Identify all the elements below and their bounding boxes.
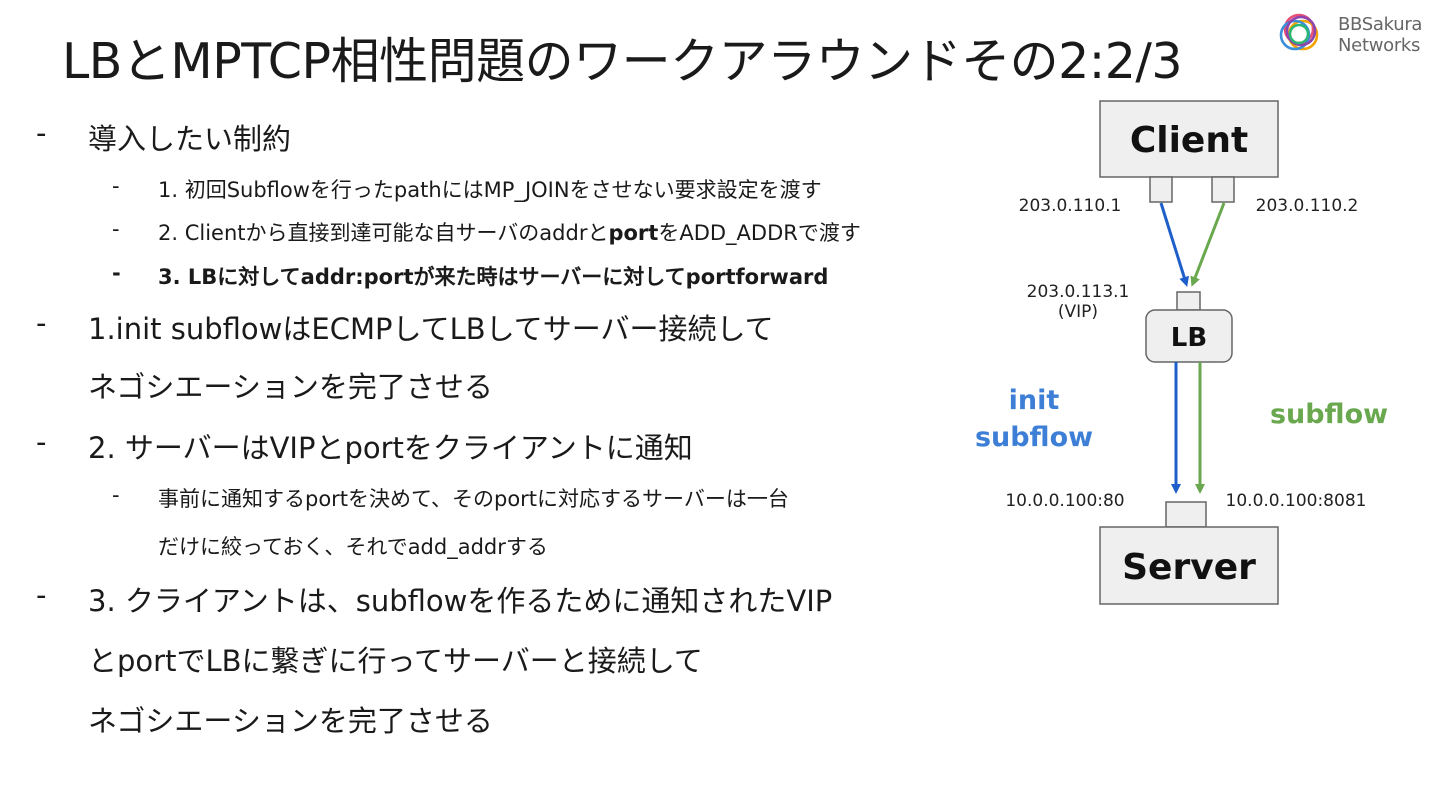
sakura-logo-icon	[1279, 13, 1319, 51]
page-title: LBとMPTCP相性問題のワークアラウンドその2:2/3	[62, 33, 1183, 90]
init-subflow-label-1: init	[1009, 385, 1060, 416]
lb-label: LB	[1171, 323, 1207, 353]
server-label: Server	[1122, 547, 1256, 588]
client-ip-1: 203.0.110.1	[1019, 196, 1122, 216]
company-logo: BBSakura Networks	[1272, 8, 1432, 64]
subflow-arrow-client-lb	[1190, 202, 1226, 287]
server-port-1: 10.0.0.100:80	[1005, 491, 1124, 511]
server-port	[1165, 501, 1207, 528]
client-port-2	[1211, 176, 1235, 203]
init-arrow-client-lb	[1159, 202, 1189, 287]
client-node	[1099, 100, 1279, 178]
subflow-label: subflow	[1270, 399, 1388, 430]
server-port-2: 10.0.0.100:8081	[1226, 491, 1367, 511]
logo-text: BBSakura Networks	[1338, 14, 1423, 56]
client-label: Client	[1130, 120, 1248, 161]
client-port-1	[1149, 176, 1173, 203]
init-subflow-label-2: subflow	[975, 422, 1093, 453]
lb-node	[1145, 309, 1233, 363]
lb-vip-port	[1176, 291, 1201, 311]
server-node	[1099, 526, 1279, 605]
vip-ip: 203.0.113.1	[1027, 282, 1130, 302]
client-ip-2: 203.0.110.2	[1256, 196, 1359, 216]
vip-label: (VIP)	[1058, 302, 1098, 322]
